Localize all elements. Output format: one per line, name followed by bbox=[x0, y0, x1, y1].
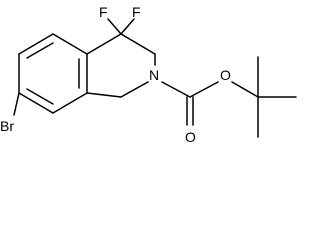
bond-c4-f-right bbox=[120, 18, 135, 35]
bond-ring-c1-c2 bbox=[52, 33, 88, 55]
bond-c4a-c4 bbox=[86, 33, 122, 55]
bond-n-c1 bbox=[120, 81, 149, 98]
atom-label-nitrogen: N bbox=[149, 67, 159, 83]
bond-ring-c5-c6 bbox=[52, 92, 88, 114]
atom-label-bromine: Br bbox=[0, 118, 14, 134]
bond-n-carbonyl-c bbox=[161, 81, 191, 98]
bond-ring-c4-c5 bbox=[18, 92, 54, 114]
atom-label-fluorine-left: F bbox=[99, 4, 108, 20]
bond-c1-c8a bbox=[86, 92, 122, 98]
atom-label-ester-oxygen: O bbox=[220, 67, 231, 83]
atom-label-carbonyl-oxygen: O bbox=[185, 129, 196, 145]
bond-c4-f-left bbox=[107, 18, 122, 35]
bond-ester-o-tert-c bbox=[231, 81, 259, 98]
bond-c4-c3 bbox=[120, 33, 156, 55]
bond-ring-double-top bbox=[26, 42, 54, 59]
atom-label-fluorine-right: F bbox=[132, 4, 141, 20]
bond-c7-br bbox=[13, 92, 20, 116]
bond-ring-c2-c3 bbox=[18, 33, 54, 55]
bond-ring-double-bottom bbox=[26, 88, 54, 105]
bond-carbonyl-c-ester-o bbox=[189, 81, 219, 98]
chemical-structure-diagram: Br F F N O O bbox=[0, 4, 297, 145]
